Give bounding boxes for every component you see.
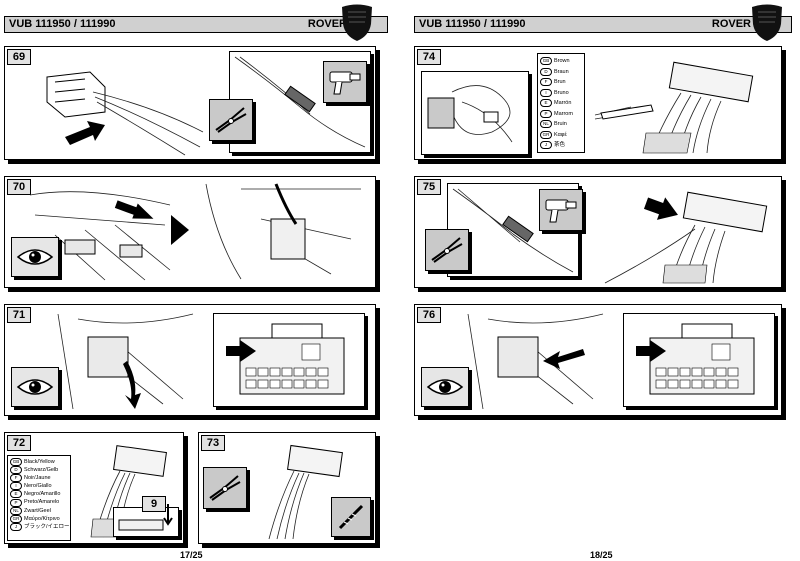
eye-inset (421, 367, 469, 407)
step-71-panel: 71 (4, 304, 376, 416)
drill-inset (331, 497, 371, 537)
step-76-panel: 76 (414, 304, 782, 416)
legend-item: Καφέ (554, 131, 567, 138)
fuse-box-drawing (649, 323, 755, 395)
step-number: 69 (7, 49, 31, 65)
heat-shrink-drawing (234, 56, 366, 148)
harness-kit-drawing (427, 85, 513, 143)
crimping-pliers-icon (209, 475, 241, 501)
legend-item: Marrom (554, 110, 573, 117)
page-number: 17/25 (180, 550, 203, 560)
step-number: 70 (7, 179, 31, 195)
step-70-panel: 70 (4, 176, 376, 288)
drill-bit-icon (338, 504, 364, 530)
fuse-strip-drawing (118, 504, 173, 531)
heat-gun-inset (323, 61, 367, 103)
pliers-inset (425, 229, 469, 271)
harness-connector-drawing (604, 191, 768, 284)
eye-icon (16, 249, 54, 265)
arrow-icon (171, 215, 189, 245)
right-page-header: VUB 111950 / 111990 ROVER (414, 16, 792, 33)
rover-shield-icon (342, 4, 372, 41)
step-number: 72 (7, 435, 31, 451)
legend-item: Nero/Giallo (24, 483, 52, 490)
heat-gun-icon (329, 71, 361, 95)
arrow-icon (636, 340, 666, 362)
legend-item: Bruin (554, 121, 567, 127)
heat-shrink-drawing (452, 188, 574, 273)
harness-kit-detail (421, 71, 529, 155)
legend-item: Schwarz/Gelb (24, 467, 59, 474)
left-page-header: VUB 111950 / 111990 ROVER (4, 16, 388, 33)
connector-illustration (46, 71, 204, 156)
legend-item: Μαύρο/Κίτρινο (24, 515, 60, 522)
harness-connector-drawing (594, 61, 754, 154)
arrow-icon (226, 340, 256, 362)
pliers-inset (203, 467, 247, 509)
footwell-illustration (467, 313, 604, 410)
arrow-icon (65, 121, 105, 145)
dashboard-illustration (29, 191, 171, 281)
rover-shield-icon (752, 4, 782, 41)
legend-item: Negro/Amarillo (24, 491, 61, 498)
step-number: 75 (417, 179, 441, 195)
legend-item: Braun (554, 68, 569, 75)
crimping-pliers-icon (215, 107, 247, 133)
legend-item: Black/Yellow (24, 459, 55, 465)
eye-inset (11, 367, 59, 407)
legend-item: 茶色 (554, 142, 566, 148)
right-header-brand: ROVER (711, 18, 751, 30)
footwell-illustration (57, 313, 194, 410)
legend-item: Noir/Jaune (24, 475, 51, 482)
fuse-box-drawing (239, 323, 345, 395)
inset-number: 9 (142, 496, 166, 512)
crimping-pliers-icon (431, 237, 463, 263)
pliers-inset (209, 99, 253, 141)
heat-gun-icon (545, 199, 577, 223)
inset-9: 9 (113, 496, 179, 537)
eye-icon (16, 379, 54, 395)
legend-item: Brown (554, 58, 570, 64)
step-number: 71 (7, 307, 31, 323)
step-number: 76 (417, 307, 441, 323)
step-75-panel: 75 (414, 176, 782, 288)
step-number: 73 (201, 435, 225, 451)
right-header-ref: VUB 111950 / 111990 (419, 18, 526, 30)
fuse-box-detail (213, 313, 365, 407)
left-header-brand: ROVER (307, 18, 347, 30)
legend-item: Bruno (554, 89, 569, 96)
eye-icon (426, 379, 464, 395)
heat-gun-inset (539, 189, 583, 231)
legend-item: ブラック/イエロー (24, 523, 70, 530)
legend-item: Preto/Amarelo (24, 499, 60, 506)
step-number: 74 (417, 49, 441, 65)
step-73-panel: 73 (198, 432, 376, 544)
harness-connector-drawing (268, 444, 343, 540)
left-header-ref: VUB 111950 / 111990 (9, 18, 116, 30)
fuse-box-detail (623, 313, 775, 407)
page-number: 18/25 (590, 550, 613, 560)
fuse-area-illustration (205, 183, 361, 280)
legend-item: Marrón (554, 100, 572, 106)
legend-item: Brun (554, 79, 566, 85)
legend-item: Zwart/Geel (24, 507, 51, 514)
eye-inset (11, 237, 59, 277)
step-69-panel: 69 (4, 46, 376, 160)
